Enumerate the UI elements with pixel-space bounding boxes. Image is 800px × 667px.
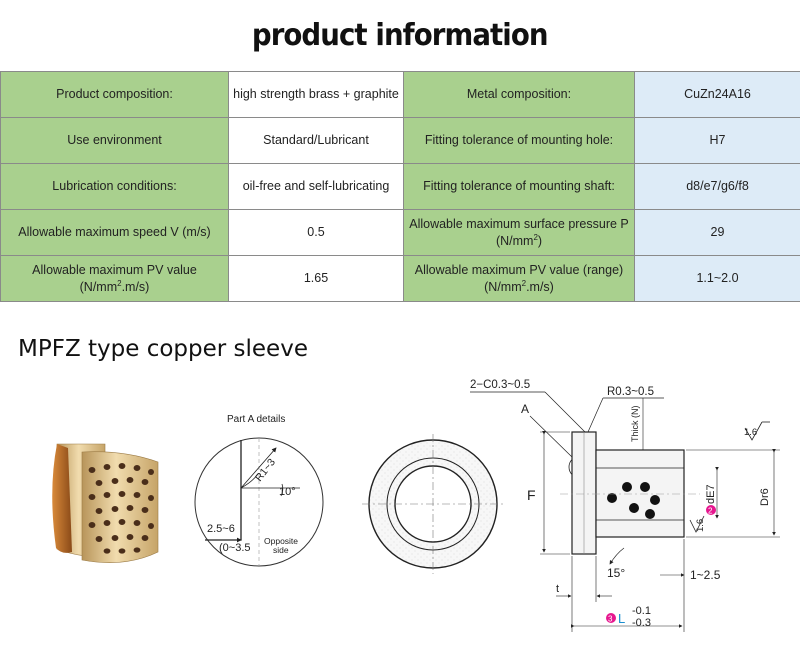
table-row: Lubrication conditions: oil-free and sel… [0,163,800,210]
table-label-cell: Use environment [0,117,229,164]
section-view: 2−C0.3~0.5 R0.3~0.5 A Thick (N) F 1.6 1.… [470,379,780,632]
table-label-cell: Fitting tolerance of mounting hole: [403,117,635,164]
table-label-cell: Metal composition: [403,71,635,118]
unit-text: (N/mm [495,233,534,248]
unit-text: ) [537,233,543,248]
table-value-cell: oil-free and self-lubricating [228,163,404,210]
t-label: t [556,583,559,595]
table-row: Allowable maximum PV value (N/mm2.m/s) 1… [0,255,800,302]
table-value-cell: 1.1~2.0 [634,255,800,302]
product-info-table: Product composition: high strength brass… [0,71,800,302]
table-row: Use environment Standard/Lubricant Fitti… [0,117,800,164]
dim-1-25-label: 1~2.5 [690,568,721,582]
unit-text: .m/s) [121,279,150,294]
part-a-callout: A [521,402,529,416]
unit-superscript: 2 [117,278,122,288]
roughness-top-label: 1.6 [744,427,757,438]
part-a-detail: Part A details R1~3 10° 2.5~6 (0~3.5 Opp… [194,414,324,567]
unit-superscript: 2 [533,232,538,242]
tolerance-upper: -0.1 [632,605,651,617]
page-title: product information [252,18,549,53]
badge-3-icon [606,613,616,623]
table-label-cell: Product composition: [0,71,229,118]
flange-diameter-label: F [527,487,536,503]
detail-heading: Part A details [227,414,285,425]
label-text: Allowable maximum surface pressure P [409,216,629,231]
technical-drawing: Part A details R1~3 10° 2.5~6 (0~3.5 Opp… [52,379,780,632]
unit-superscript: 2 [521,278,527,288]
detail-side-label: side [273,545,289,555]
table-label-cell: Allowable maximum PV value (range) (N/mm… [403,255,635,302]
table-value-cell: H7 [634,117,800,164]
front-view-ring [362,434,504,574]
table-row: Product composition: high strength brass… [0,71,800,118]
tolerance-lower: -0.3 [632,617,651,629]
table-value-cell: 29 [634,209,800,256]
table-label-cell: Fitting tolerance of mounting shaft: [403,163,635,210]
detail-dim-label-1: 2.5~6 [207,523,235,535]
table-label-cell: Allowable maximum PV value (N/mm2.m/s) [0,255,229,302]
table-value-cell: high strength brass + graphite [228,71,404,118]
radius-label: R0.3~0.5 [607,386,654,398]
table-value-cell: d8/e7/g6/f8 [634,163,800,210]
badge-3-number: 3 [608,615,613,624]
angle-15-label: 15° [607,566,625,580]
detail-opposite-label: Opposite [264,536,298,546]
table-label-cell: Allowable maximum speed V (m/s) [0,209,229,256]
product-subtitle: MPFZ type copper sleeve [18,336,308,362]
unit-text: (N/mm [484,279,522,294]
badge-2-number: 2 [708,507,713,516]
table-value-cell: 0.5 [228,209,404,256]
table-value-cell: CuZn24A16 [634,71,800,118]
table-value-cell: 1.65 [228,255,404,302]
table-row: Allowable maximum speed V (m/s) 0.5 Allo… [0,209,800,256]
table-label-cell: Lubrication conditions: [0,163,229,210]
detail-dim-label-2: (0~3.5 [219,542,251,554]
unit-text: .m/s) [526,279,554,294]
detail-angle-label: 10° [279,486,296,498]
outer-diameter-label: Dr6 [759,488,771,506]
product-photo [52,443,159,563]
label-text: Allowable maximum PV value [32,262,197,277]
thick-label: Thick (N) [630,406,640,443]
roughness-mid-label: 1.6 [695,519,706,532]
badge-2-icon [706,505,716,515]
table-value-cell: Standard/Lubricant [228,117,404,164]
length-label: L [618,611,625,626]
label-text: Allowable maximum PV value (range) [414,262,624,277]
inner-diameter-label: dE7 [705,484,717,504]
unit-text: (N/mm [79,279,118,294]
chamfer-label: 2−C0.3~0.5 [470,379,530,391]
table-label-cell: Allowable maximum surface pressure P (N/… [403,209,635,256]
